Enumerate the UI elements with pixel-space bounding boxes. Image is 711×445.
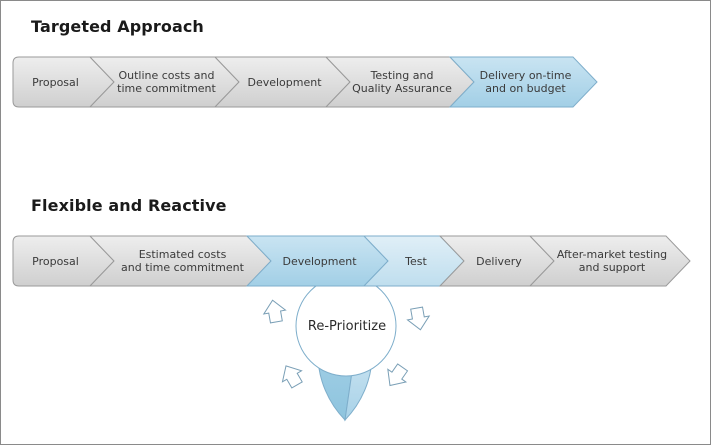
process-step-chevron: [12, 235, 115, 287]
cycle-arrow-icon: [387, 363, 409, 387]
re-prioritize-label: Re-Prioritize: [308, 319, 386, 334]
cycle-arrow-icon: [281, 365, 303, 389]
process-step-chevron: [448, 56, 598, 108]
process-step-label: Proposal: [32, 76, 79, 89]
process-step-label: Proposal: [32, 255, 79, 268]
process-step-label: and time commitment: [121, 261, 245, 274]
process-step-label: After-market testing: [557, 248, 667, 261]
process-step-label: Development: [282, 255, 357, 268]
process-step-label: Testing and: [370, 69, 434, 82]
process-step-label: Delivery on-time: [480, 69, 572, 82]
re-prioritize-cycle: Re-Prioritize: [262, 275, 431, 422]
process-step-label: Quality Assurance: [352, 82, 452, 95]
process-step-chevron: [528, 235, 691, 287]
process-step-label: Test: [404, 255, 427, 268]
process-step-label: Delivery: [476, 255, 522, 268]
process-step-chevron: [12, 56, 115, 108]
cycle-arrow-icon: [262, 299, 287, 324]
flexible-reactive-title: Flexible and Reactive: [31, 196, 227, 215]
process-step-label: and support: [579, 261, 646, 274]
process-step-label: Outline costs and: [118, 69, 214, 82]
process-step-label: Development: [247, 76, 322, 89]
process-step-label: and on budget: [485, 82, 566, 95]
cycle-arrow-icon: [406, 306, 431, 331]
process-step-label: time commitment: [117, 82, 216, 95]
targeted-approach-title: Targeted Approach: [31, 17, 204, 36]
process-step-label: Estimated costs: [139, 248, 227, 261]
